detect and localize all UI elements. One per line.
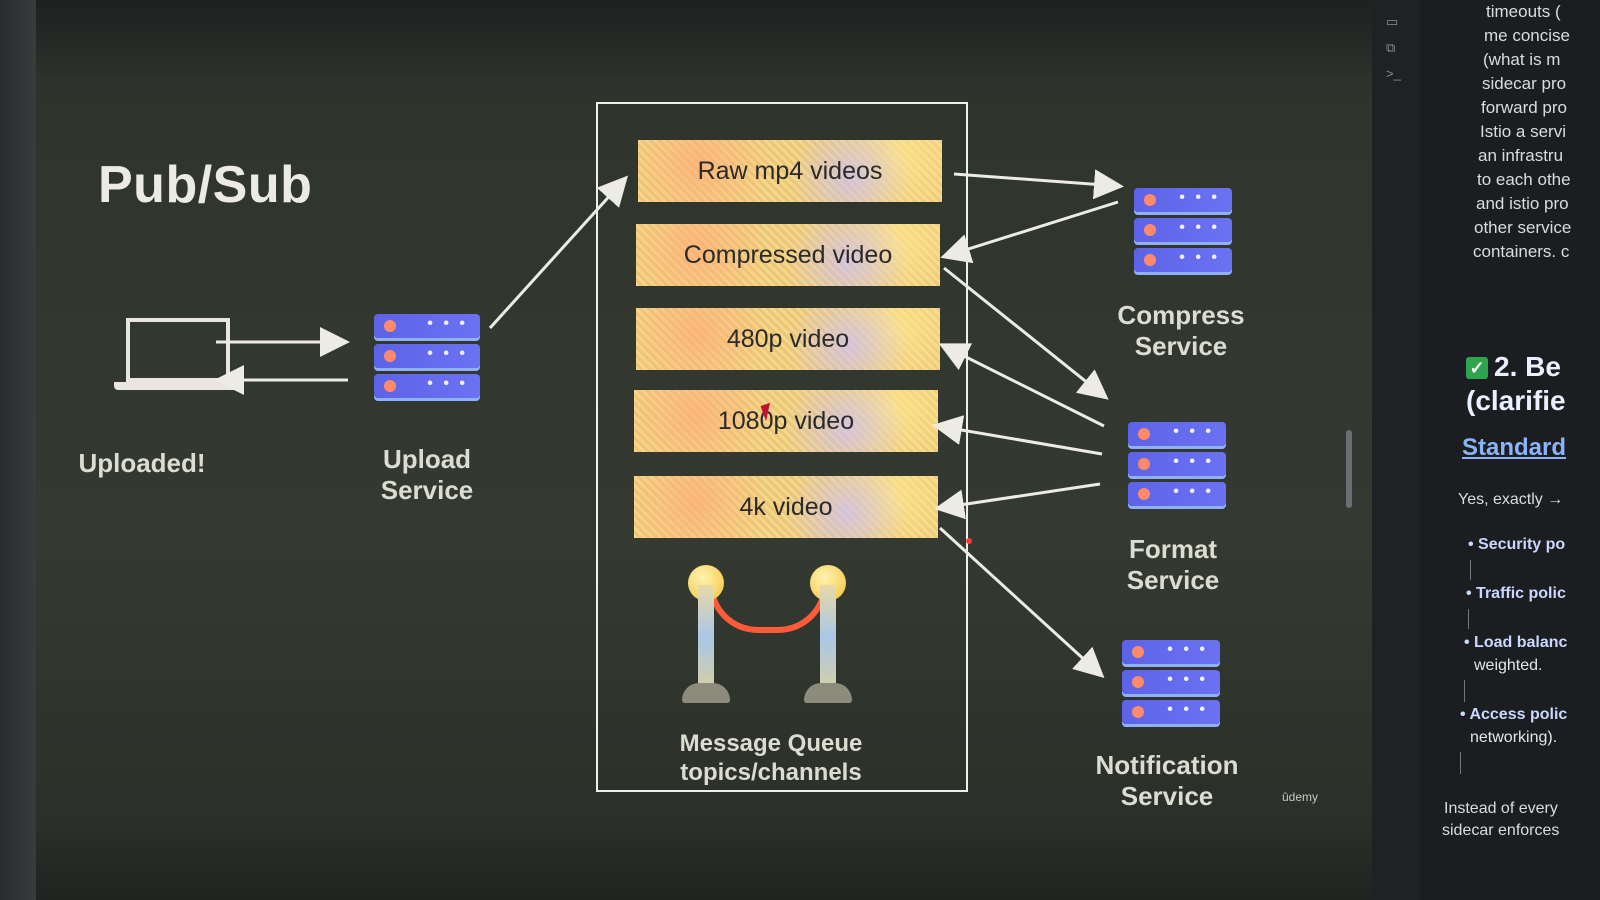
slide-top-shade (36, 0, 1372, 80)
answer-line: sidecar pro (1482, 74, 1567, 93)
monitor-bezel (0, 0, 36, 900)
bullet-sub: weighted. (1474, 657, 1543, 674)
terminal-icon[interactable]: >_ (1386, 66, 1401, 81)
check-icon: ✓ (1466, 357, 1488, 379)
topic-480p: 480p video (636, 308, 940, 370)
topic-1080p: 1080p video (634, 390, 938, 452)
answer-line: Yes, exactly → (1458, 491, 1564, 508)
copy-icon[interactable]: ⧉ (1386, 40, 1396, 55)
answer-line: timeouts ( (1486, 2, 1561, 21)
laptop-icon (114, 318, 244, 398)
bullet-item: Traffic polic (1466, 585, 1566, 603)
video-slide[interactable]: Pub/Sub Uploaded! • • • • • • • • • Uplo… (36, 0, 1372, 900)
slide-scrollbar[interactable] (1346, 430, 1352, 508)
answer-line: and istio pro (1476, 194, 1569, 213)
message-queue-box (596, 102, 968, 792)
editor-gutter: ▭ ⧉ >_ (1372, 0, 1420, 900)
answer-line: an infrastru (1478, 146, 1564, 165)
answer-line: other service (1474, 218, 1572, 237)
section-heading: ✓2. Be (clarifie (1466, 351, 1566, 416)
answer-line: Instead of every (1444, 800, 1558, 817)
answer-line: me concise (1484, 26, 1570, 45)
topic-4k: 4k video (634, 476, 938, 538)
bullet-item: Load balanc (1464, 634, 1567, 652)
format-server-icon: • • • • • • • • • (1128, 422, 1226, 512)
file-icon[interactable]: ▭ (1386, 14, 1399, 29)
topic-raw-mp4: Raw mp4 videos (638, 140, 942, 202)
answer-line: Istio a servi (1480, 122, 1566, 141)
answer-line: containers. c (1473, 242, 1570, 261)
answer-line: sidecar enforces (1442, 822, 1560, 839)
bullet-item: Security po (1468, 536, 1565, 554)
slide-title: Pub/Sub (98, 156, 313, 214)
bullet-item: Access polic (1460, 706, 1567, 724)
queue-stanchion-icon (682, 565, 856, 710)
slide-bottom-shade (36, 830, 1372, 900)
client-label: Uploaded! (78, 448, 206, 478)
standard-link[interactable]: Standard (1462, 434, 1567, 461)
answer-line: to each othe (1477, 170, 1571, 189)
udemy-watermark: ûdemy (1282, 790, 1319, 804)
answer-line: (what is m (1483, 50, 1561, 69)
topic-compressed: Compressed video (636, 224, 940, 286)
chat-panel: ▭ ⧉ >_ timeouts ( me concise (what is m … (1372, 0, 1600, 900)
compress-server-icon: • • • • • • • • • (1134, 188, 1232, 278)
flow-arrows (214, 169, 1124, 679)
upload-server-icon: • • • • • • • • • (374, 314, 480, 404)
bullet-sub: networking). (1470, 729, 1558, 746)
notification-server-icon: • • • • • • • • • (1122, 640, 1220, 730)
answer-line: forward pro (1481, 98, 1567, 117)
laser-pointer-dot (966, 538, 972, 544)
